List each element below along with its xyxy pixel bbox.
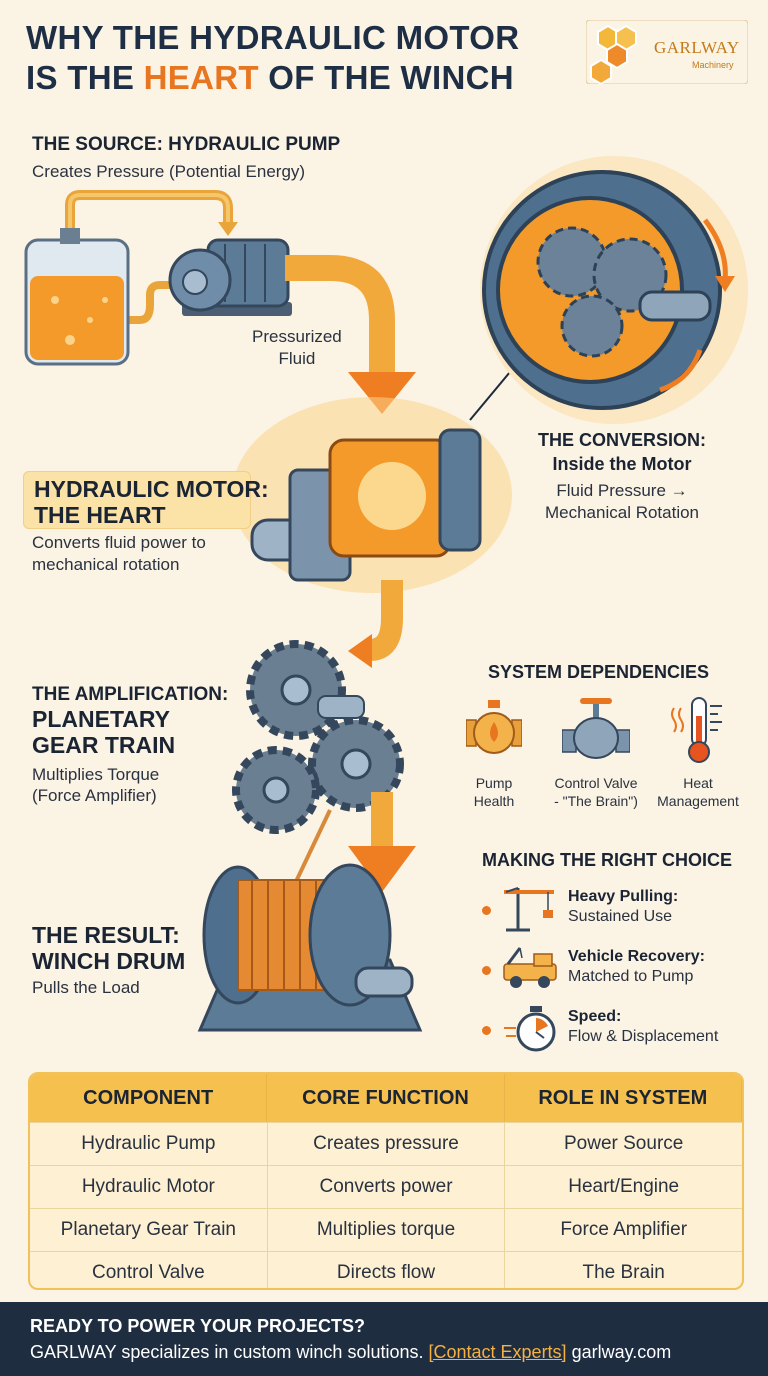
hexagon-logo-icon bbox=[586, 20, 748, 84]
title-line-2: IS THE HEART OF THE WINCH bbox=[26, 59, 514, 96]
winch-cable bbox=[290, 809, 332, 891]
hydraulic-system-illustration bbox=[24, 156, 748, 1032]
choice-heading: MAKING THE RIGHT CHOICE bbox=[482, 850, 732, 870]
rotation-arrow bbox=[659, 349, 703, 393]
footer-text: GARLWAY specializes in custom winch solu… bbox=[30, 1342, 672, 1362]
table-cell: Directs flow bbox=[268, 1252, 506, 1288]
thermometer-icon bbox=[671, 697, 722, 763]
result-text: Pulls the Load bbox=[32, 978, 140, 997]
choice-heavy-title: Heavy Pulling: bbox=[568, 888, 679, 905]
planet-gear-hub bbox=[280, 674, 312, 706]
choice-vehicle-title: Vehicle Recovery: bbox=[568, 948, 705, 965]
title-line-1: WHY THE HYDRAULIC MOTOR bbox=[26, 19, 520, 56]
conversion-subheading: Inside the Motor bbox=[552, 454, 692, 474]
rotation-arrow bbox=[703, 218, 728, 281]
table-cell: Control Valve bbox=[30, 1252, 268, 1288]
result-title: THE RESULT: WINCH DRUM bbox=[32, 922, 186, 974]
table-cell: The Brain bbox=[582, 1262, 665, 1283]
motor-core-glow bbox=[358, 462, 426, 530]
pump-icon bbox=[466, 700, 522, 754]
flow-arrow-head bbox=[348, 846, 416, 892]
gear-shaft bbox=[317, 695, 365, 719]
footer-heading: READY TO POWER YOUR PROJECTS? bbox=[30, 1316, 366, 1336]
choice-speed-text: Flow & Displacement bbox=[568, 1028, 719, 1045]
inner-gear bbox=[560, 294, 624, 358]
crane-icon bbox=[504, 887, 554, 932]
site-link[interactable]: garlway.com bbox=[566, 1342, 672, 1362]
source-heading: THE SOURCE: HYDRAULIC PUMP bbox=[32, 134, 341, 155]
table-cell: Heart/Engine bbox=[568, 1176, 680, 1197]
flow-arrow-head bbox=[348, 634, 372, 668]
conversion-heading: THE CONVERSION: bbox=[537, 430, 706, 450]
dependency-pump-label: Pump Health bbox=[473, 775, 515, 809]
supply-pipe bbox=[68, 193, 230, 237]
choice-bullet bbox=[482, 966, 491, 975]
reservoir-fluid bbox=[30, 276, 124, 360]
table-header-cell: ROLE IN SYSTEM bbox=[505, 1074, 742, 1122]
flow-label: Pressurized Fluid bbox=[252, 327, 342, 368]
reservoir-cap bbox=[60, 228, 80, 244]
pump-head-center bbox=[182, 269, 208, 295]
table-row: Hydraulic Pump Creates pressure Power So… bbox=[30, 1122, 742, 1165]
stopwatch-icon bbox=[504, 1006, 556, 1052]
dependencies-heading: SYSTEM DEPENDENCIES bbox=[488, 662, 710, 682]
component-table: COMPONENT CORE FUNCTION ROLE IN SYSTEM H… bbox=[28, 1072, 744, 1290]
flow-arrow-head bbox=[348, 372, 416, 414]
page-title: WHY THE HYDRAULIC MOTOR IS THE HEART OF … bbox=[26, 18, 586, 98]
table-header-cell: COMPONENT bbox=[30, 1074, 268, 1122]
choice-speed-title: Speed: bbox=[568, 1008, 622, 1025]
inner-shaft bbox=[638, 290, 712, 322]
amplification-heading: THE AMPLIFICATION: bbox=[32, 684, 229, 705]
valve-icon bbox=[562, 698, 630, 759]
contact-experts-link[interactable]: [Contact Experts] bbox=[428, 1342, 567, 1362]
flow-arrow bbox=[368, 580, 403, 661]
pipe-arrow bbox=[218, 222, 238, 236]
return-pipe bbox=[121, 281, 184, 324]
drum-shaft bbox=[354, 966, 414, 998]
choice-heavy-text: Sustained Use bbox=[568, 908, 673, 925]
table-cell: Hydraulic Motor bbox=[30, 1166, 268, 1208]
choice-bullet bbox=[482, 906, 491, 915]
conversion-text: Fluid Pressure → Mechanical Rotation bbox=[544, 481, 700, 522]
choice-vehicle-text: Matched to Pump bbox=[568, 968, 694, 985]
table-row: Planetary Gear Train Multiplies torque F… bbox=[30, 1208, 742, 1251]
fluid-bubble bbox=[102, 297, 108, 303]
logo-sub: Machinery bbox=[692, 60, 734, 70]
table-cell: Multiplies torque bbox=[268, 1209, 506, 1251]
choice-bullet bbox=[482, 1026, 491, 1035]
amplification-text: Multiplies Torque (Force Amplifier) bbox=[32, 765, 160, 805]
table-cell: Planetary Gear Train bbox=[30, 1209, 268, 1251]
motor-heading: HYDRAULIC MOTOR: THE HEART bbox=[34, 476, 269, 528]
table-cell: Converts power bbox=[268, 1166, 506, 1208]
motor-text: Converts fluid power to mechanical rotat… bbox=[32, 533, 206, 574]
source-text: Creates Pressure (Potential Energy) bbox=[32, 162, 306, 181]
motor-end-cap bbox=[438, 428, 482, 552]
fluid-bubble bbox=[51, 296, 59, 304]
planet-gear-hub bbox=[262, 776, 290, 804]
conversion-block: THE CONVERSION: Inside the Motor Fluid P… bbox=[522, 428, 722, 524]
flow-arrow bbox=[285, 255, 395, 380]
title-highlight: HEART bbox=[143, 59, 259, 96]
rotation-arrow-head bbox=[715, 276, 735, 292]
fluid-bubble bbox=[87, 317, 93, 323]
supply-pipe bbox=[65, 190, 233, 240]
tow-truck-icon bbox=[503, 947, 557, 988]
motor-heading-highlight bbox=[24, 472, 250, 528]
table-cell: Creates pressure bbox=[268, 1123, 506, 1165]
table-row: Hydraulic Motor Converts power Heart/Eng… bbox=[30, 1165, 742, 1208]
table-cell: Hydraulic Pump bbox=[30, 1123, 268, 1165]
logo-name: GARLWAY bbox=[654, 38, 740, 57]
table-cell: Force Amplifier bbox=[560, 1219, 688, 1240]
fluid-bubble bbox=[65, 335, 75, 345]
planet-gear-hub bbox=[340, 748, 372, 780]
dependency-valve-label: Control Valve - "The Brain") bbox=[554, 775, 638, 809]
table-cell: Power Source bbox=[564, 1133, 684, 1154]
table-row: Control Valve Directs flow The Brain bbox=[30, 1251, 742, 1288]
amplification-title: PLANETARY GEAR TRAIN bbox=[32, 706, 176, 758]
footer-bar bbox=[0, 1302, 768, 1376]
dependency-heat-label: Heat Management bbox=[657, 775, 739, 809]
table-header-cell: CORE FUNCTION bbox=[267, 1074, 505, 1122]
table-header-row: COMPONENT CORE FUNCTION ROLE IN SYSTEM bbox=[30, 1074, 742, 1122]
